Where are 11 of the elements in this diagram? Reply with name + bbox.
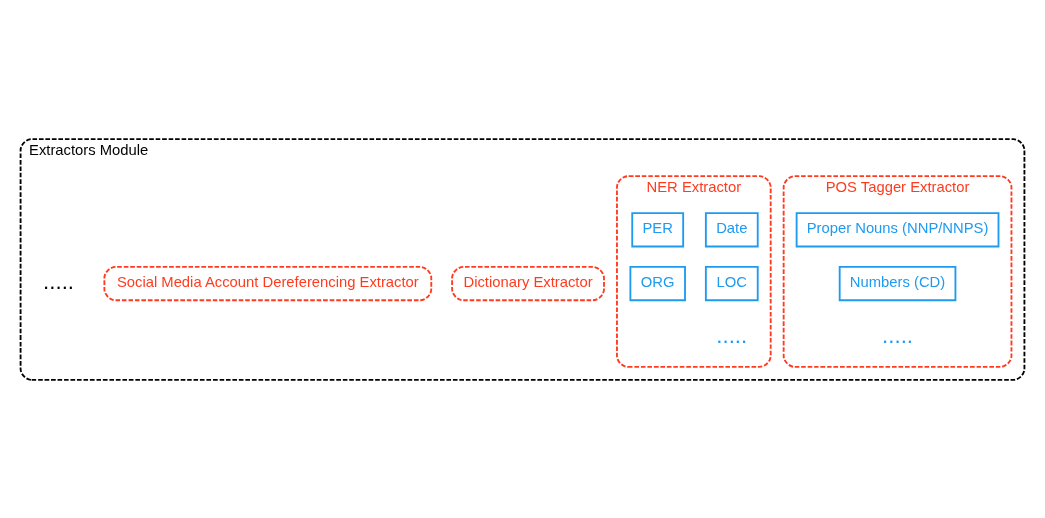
node-box: Numbers (CD): [838, 265, 957, 301]
node-box: Dictionary Extractor: [451, 265, 605, 301]
label: .....: [882, 322, 913, 348]
node-box: PER: [631, 211, 685, 247]
label: .....: [716, 322, 748, 348]
node-box: LOC: [704, 265, 759, 301]
node-box: Social Media Account Dereferencing Extractor: [103, 265, 433, 301]
node-box: ORG: [629, 265, 686, 301]
node-box: Date: [704, 211, 759, 247]
label: .....: [43, 268, 74, 294]
node-box: Proper Nouns (NNP/NNPS): [795, 211, 1000, 247]
